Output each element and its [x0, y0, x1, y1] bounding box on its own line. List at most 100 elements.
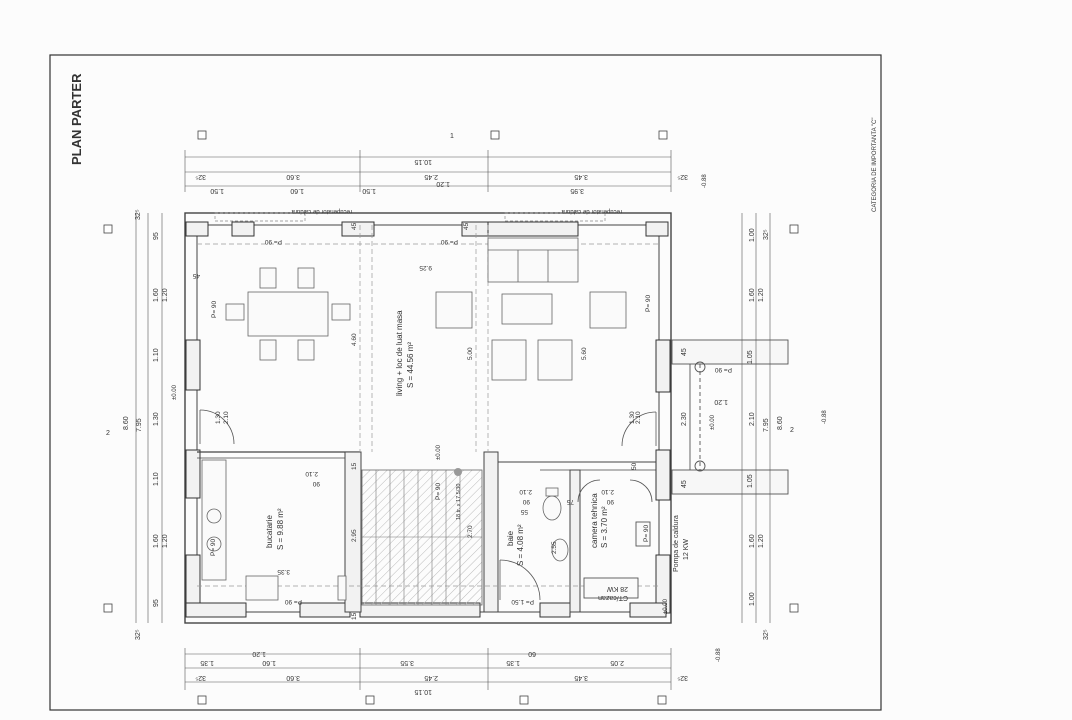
sheet-title: PLAN PARTER: [69, 73, 84, 165]
parapet-label: P= 90: [645, 294, 652, 312]
parapet-label: P= 90: [211, 300, 218, 318]
dim-bottom-total: 10.15: [414, 688, 432, 695]
door-kitchen: [199, 409, 235, 445]
dim-right-total: 8.60: [777, 416, 784, 430]
dim-left: 1.20: [162, 534, 169, 548]
level-minus-top: -0.88: [702, 174, 708, 188]
dim-bottom: 32⁵: [195, 674, 206, 681]
heat-pump-kw: 12 KW: [683, 539, 690, 560]
dim-right: 2.30: [681, 412, 688, 426]
grid-markers: [103, 130, 799, 705]
dining-table: [225, 267, 351, 361]
dim-top-total: 10.15: [414, 158, 432, 165]
parapet-label: P= 90: [435, 482, 442, 500]
dim-right: 1.60: [749, 534, 756, 548]
dim-right: 1.05: [747, 350, 754, 364]
room-kitchen-area: S = 9.88 m²: [276, 508, 285, 550]
grid-label-right-2: 2: [790, 427, 794, 434]
dim-top: 1.20: [436, 180, 450, 187]
dim-inner: 2.10: [223, 411, 230, 424]
level-center: ±0.00: [436, 444, 442, 460]
dim-inner: 45: [351, 222, 358, 230]
dim-bottom: 1.35: [200, 659, 214, 666]
dim-inner: 2.70: [467, 525, 474, 538]
dim-bottom: 2.05: [610, 659, 624, 666]
level-right: ±0.00: [710, 414, 716, 430]
bathroom-fixtures: [542, 487, 569, 562]
dim-right: 1.20: [714, 398, 728, 405]
door-living-right: [621, 411, 657, 447]
dim-inner: 2.10: [305, 470, 318, 477]
dim-inner: 9.25: [419, 264, 432, 271]
parapet-label: P= 90: [264, 238, 282, 245]
dim-bottom: 1.60: [262, 659, 276, 666]
room-bath-name: baie: [506, 530, 515, 546]
level-minus-bottom: -0.88: [716, 648, 722, 662]
entrance-steps: [671, 339, 789, 495]
heat-pump-label: Pompa de caldura: [673, 515, 680, 572]
parapet-label: P= 90: [284, 598, 302, 605]
level-right-tech: ±0.00: [663, 598, 669, 614]
dim-left: 32⁵: [135, 209, 142, 220]
dim-bottom: 32⁵: [677, 674, 688, 681]
dim-top: 1.50: [362, 187, 376, 194]
sofa-set: [435, 237, 627, 381]
dim-inner: 90: [312, 480, 320, 487]
dim-inner: 2.10: [519, 488, 532, 495]
dim-top: 32⁵: [677, 173, 688, 180]
dim-top: 1.60: [290, 187, 304, 194]
dim-top: 3.60: [286, 173, 300, 180]
sheet-border: [49, 54, 882, 711]
dim-left: 95: [153, 232, 160, 240]
dim-inner: 90: [606, 498, 614, 505]
floor-plan: [184, 212, 789, 624]
stair-wall-left: [344, 451, 362, 613]
dim-inner: 55: [520, 508, 528, 515]
dim-bottom: 60: [528, 650, 536, 657]
tech-equipment: [583, 521, 651, 599]
dim-bottom: 1.35: [506, 659, 520, 666]
dim-top: 3.45: [574, 173, 588, 180]
dim-bottom: 3.45: [574, 674, 588, 681]
dim-left: 1.10: [153, 472, 160, 486]
dim-right: 32⁵: [763, 229, 770, 240]
room-living-name: living + loc de luat masa: [395, 310, 404, 396]
grid-label-left-2: 2: [106, 430, 110, 437]
room-tech-area: S = 3.70 m²: [600, 506, 609, 548]
staircase: [361, 469, 483, 606]
dim-right: 45: [681, 348, 688, 356]
dim-right: 1.20: [758, 534, 765, 548]
dim-inner: 2.10: [635, 411, 642, 424]
dim-right: 1.05: [747, 474, 754, 488]
dimension-lines: [135, 150, 771, 690]
room-living-area: S = 44.56 m²: [406, 342, 415, 388]
parapet-label: P= 90: [643, 524, 650, 542]
room-kitchen-name: bucatarie: [265, 515, 274, 548]
dim-bottom: 3.55: [400, 659, 414, 666]
dim-inner: 2.10: [601, 488, 614, 495]
dim-inner: 1.30: [629, 411, 636, 424]
dim-inner: 90: [522, 498, 530, 505]
dim-bottom: 3.60: [286, 674, 300, 681]
dim-left: 1.60: [153, 288, 160, 302]
parapet-label: P= 1.50: [511, 598, 534, 605]
stair-note: 18 tr. x 17.5/30: [456, 484, 462, 520]
dim-top: 2.45: [424, 173, 438, 180]
dim-inner: 45: [463, 222, 470, 230]
parapet-label: P= 90: [714, 366, 732, 373]
dim-right: 1.00: [749, 592, 756, 606]
dim-inner: 5.00: [467, 347, 474, 360]
dim-left: 1.10: [153, 348, 160, 362]
wall-pillars: [185, 221, 671, 618]
bath-wall: [569, 469, 581, 613]
dim-top: 3.95: [570, 187, 584, 194]
kitchen-fixtures: [201, 459, 347, 601]
dim-inner: 45: [192, 272, 200, 279]
level-minus-right: -0.88: [822, 410, 828, 424]
dim-inner: 2.95: [351, 529, 358, 542]
stair-marker: [454, 468, 462, 476]
dim-inner: 1.30: [215, 411, 222, 424]
dim-right-sub: 7.95: [763, 418, 770, 432]
door-bath-exterior: [499, 559, 541, 601]
